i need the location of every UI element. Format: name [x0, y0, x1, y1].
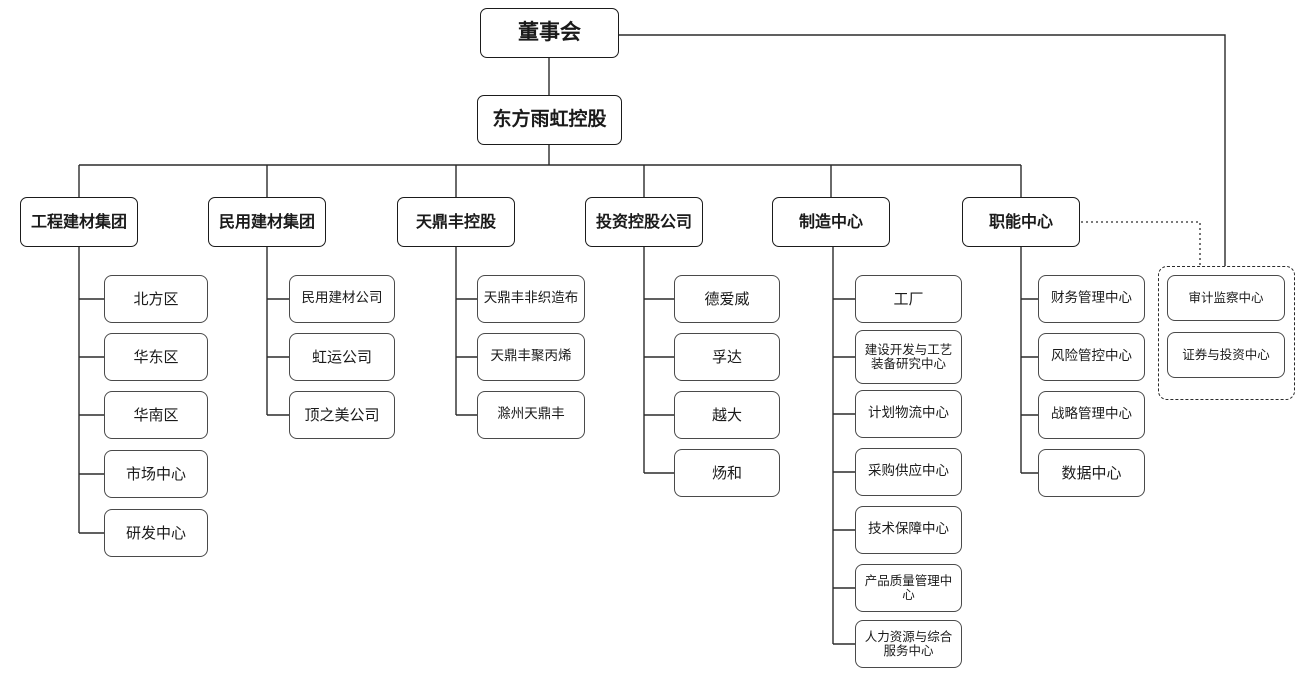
node-div3-child-2[interactable]: 越大 [674, 391, 780, 439]
node-div0-child-2[interactable]: 华南区 [104, 391, 208, 439]
node-div5-child-1[interactable]: 风险管控中心 [1038, 333, 1145, 381]
node-div2-child-0[interactable]: 天鼎丰非织造布 [477, 275, 585, 323]
node-division-5[interactable]: 职能中心 [962, 197, 1080, 247]
node-division-1[interactable]: 民用建材集团 [208, 197, 326, 247]
node-division-0[interactable]: 工程建材集团 [20, 197, 138, 247]
node-div2-child-1[interactable]: 天鼎丰聚丙烯 [477, 333, 585, 381]
node-div0-child-3[interactable]: 市场中心 [104, 450, 208, 498]
node-div5-child-2[interactable]: 战略管理中心 [1038, 391, 1145, 439]
node-div4-child-0[interactable]: 工厂 [855, 275, 962, 323]
node-div1-child-1[interactable]: 虹运公司 [289, 333, 395, 381]
node-division-4[interactable]: 制造中心 [772, 197, 890, 247]
node-div0-child-4[interactable]: 研发中心 [104, 509, 208, 557]
node-division-2[interactable]: 天鼎丰控股 [397, 197, 515, 247]
node-div4-child-4[interactable]: 技术保障中心 [855, 506, 962, 554]
node-div3-child-0[interactable]: 德爱威 [674, 275, 780, 323]
node-div5-child-0[interactable]: 财务管理中心 [1038, 275, 1145, 323]
node-div4-child-6[interactable]: 人力资源与综合服务中心 [855, 620, 962, 668]
node-div2-child-2[interactable]: 滁州天鼎丰 [477, 391, 585, 439]
node-division-3[interactable]: 投资控股公司 [585, 197, 703, 247]
audit-group-container [1158, 266, 1295, 400]
node-holding-company[interactable]: 东方雨虹控股 [477, 95, 622, 145]
node-div0-child-0[interactable]: 北方区 [104, 275, 208, 323]
node-div5-child-3[interactable]: 数据中心 [1038, 449, 1145, 497]
node-div4-child-2[interactable]: 计划物流中心 [855, 390, 962, 438]
node-board-of-directors[interactable]: 董事会 [480, 8, 619, 58]
node-div0-child-1[interactable]: 华东区 [104, 333, 208, 381]
node-div4-child-1[interactable]: 建设开发与工艺装备研究中心 [855, 330, 962, 384]
node-div1-child-2[interactable]: 顶之美公司 [289, 391, 395, 439]
node-div3-child-1[interactable]: 孚达 [674, 333, 780, 381]
node-div4-child-3[interactable]: 采购供应中心 [855, 448, 962, 496]
node-div1-child-0[interactable]: 民用建材公司 [289, 275, 395, 323]
node-div4-child-5[interactable]: 产品质量管理中心 [855, 564, 962, 612]
node-securities-investment-center[interactable]: 证券与投资中心 [1167, 332, 1285, 378]
node-div3-child-3[interactable]: 炀和 [674, 449, 780, 497]
node-audit-supervision-center[interactable]: 审计监察中心 [1167, 275, 1285, 321]
